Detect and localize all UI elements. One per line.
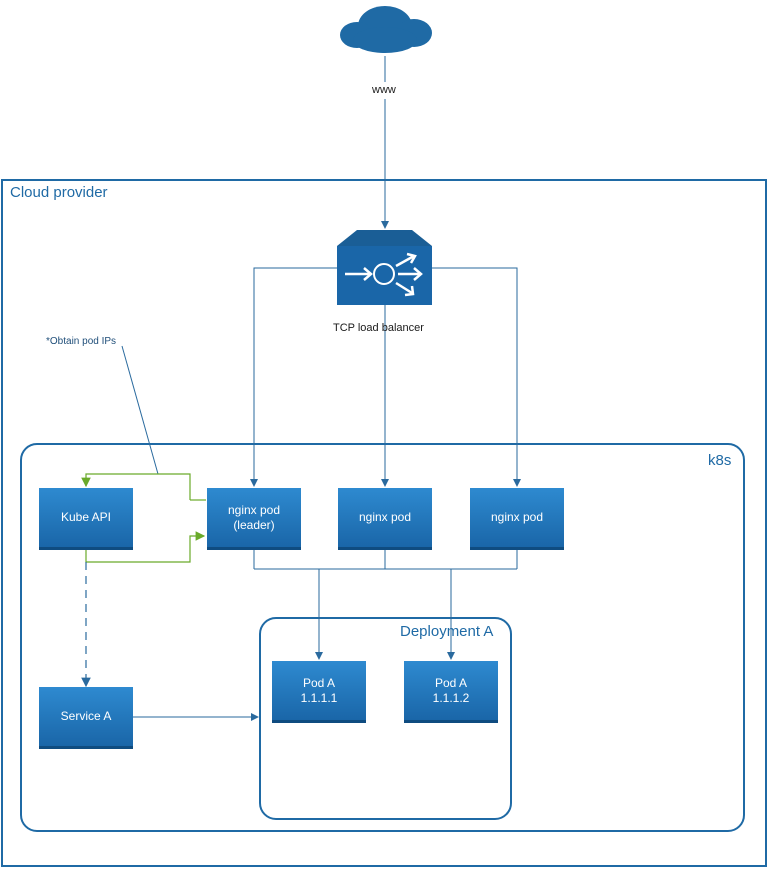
- cloud-provider-label: Cloud provider: [10, 184, 108, 201]
- note-leader-line: [121, 345, 159, 475]
- www-label: www: [372, 84, 396, 96]
- pod-a1-ip: 1.1.1.1: [300, 690, 338, 705]
- obtain-pod-ips-note: *Obtain pod IPs: [46, 336, 117, 347]
- deployment-label: Deployment A: [400, 623, 494, 640]
- kube-api-node[interactable]: Kube API: [39, 488, 133, 550]
- cloud-icon: [340, 6, 432, 53]
- deployment-frame: [259, 617, 512, 820]
- pod-a1-label: Pod A: [302, 675, 336, 690]
- nginx-to-kube-api-link: [81, 473, 191, 500]
- nginx-3-label: nginx pod: [490, 510, 544, 524]
- nginx-2-label: nginx pod: [358, 510, 412, 524]
- nginx-leader-sublabel: (leader): [233, 517, 275, 532]
- load-balancer-label: TCP load balancer: [333, 322, 424, 334]
- nginx-2-node[interactable]: nginx pod: [338, 488, 432, 550]
- pod-a2-node[interactable]: Pod A 1.1.1.2: [404, 661, 498, 723]
- pod-a1-node[interactable]: Pod A 1.1.1.1: [272, 661, 366, 723]
- lb-to-nginx-3-arrow: [432, 267, 521, 487]
- k8s-label: k8s: [708, 452, 732, 469]
- nginx-3-node[interactable]: nginx pod: [470, 488, 564, 550]
- nginx-leader-label: nginx pod: [227, 502, 281, 517]
- cloud-provider-frame: [1, 179, 767, 867]
- service-a-label: Service A: [60, 709, 112, 723]
- load-balancer-icon: [337, 230, 432, 305]
- pod-a2-label: Pod A: [434, 675, 468, 690]
- k8s-frame: [20, 443, 745, 832]
- service-a-node[interactable]: Service A: [39, 687, 133, 749]
- kube-api-label: Kube API: [60, 510, 112, 524]
- nginx-leader-node[interactable]: nginx pod (leader): [207, 488, 301, 550]
- lb-to-nginx-leader-arrow: [250, 267, 337, 487]
- kube-api-to-nginx-link: [85, 531, 206, 563]
- pod-a2-ip: 1.1.1.2: [432, 690, 470, 705]
